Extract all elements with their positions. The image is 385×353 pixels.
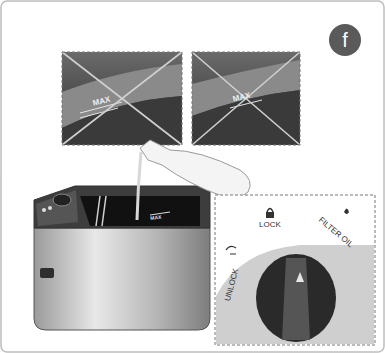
wrong-level-panel xyxy=(62,52,182,145)
lock-icon xyxy=(266,212,274,218)
deep-fryer xyxy=(34,186,210,330)
step-badge: f xyxy=(329,24,361,56)
panel-background xyxy=(192,52,300,145)
tank-oil xyxy=(192,90,300,145)
fryer-body xyxy=(34,228,210,330)
fryer-panel xyxy=(216,245,374,344)
cross-line xyxy=(192,52,300,145)
indicator-light xyxy=(48,206,52,210)
bottle-body xyxy=(140,140,250,197)
inset-border xyxy=(215,195,375,345)
wrong-level-panel xyxy=(192,52,300,145)
indicator-light xyxy=(42,208,46,212)
panel-background xyxy=(62,52,182,145)
element-tube xyxy=(96,196,106,226)
knob-arrow xyxy=(296,272,304,282)
oil-stream xyxy=(137,152,141,220)
side-handle xyxy=(40,268,54,278)
panel-marking: LOCK xyxy=(259,221,281,229)
control-panel xyxy=(36,190,78,226)
thermostat-knob xyxy=(53,194,71,206)
cross-line xyxy=(192,52,300,145)
tank-oil xyxy=(62,96,182,145)
cross-line xyxy=(62,52,182,145)
oil-tank xyxy=(80,196,200,226)
lock-knob xyxy=(256,254,336,342)
knob-grip xyxy=(282,258,310,340)
unlock-icon xyxy=(226,246,236,254)
oil-drop-icon xyxy=(344,209,349,215)
panel-border xyxy=(62,52,182,145)
fryer-top xyxy=(34,186,210,228)
cross-line xyxy=(62,52,182,145)
lock-icon xyxy=(267,209,273,213)
panel-border xyxy=(192,52,300,145)
step-letter: f xyxy=(342,29,348,52)
knob-inset xyxy=(215,195,375,345)
